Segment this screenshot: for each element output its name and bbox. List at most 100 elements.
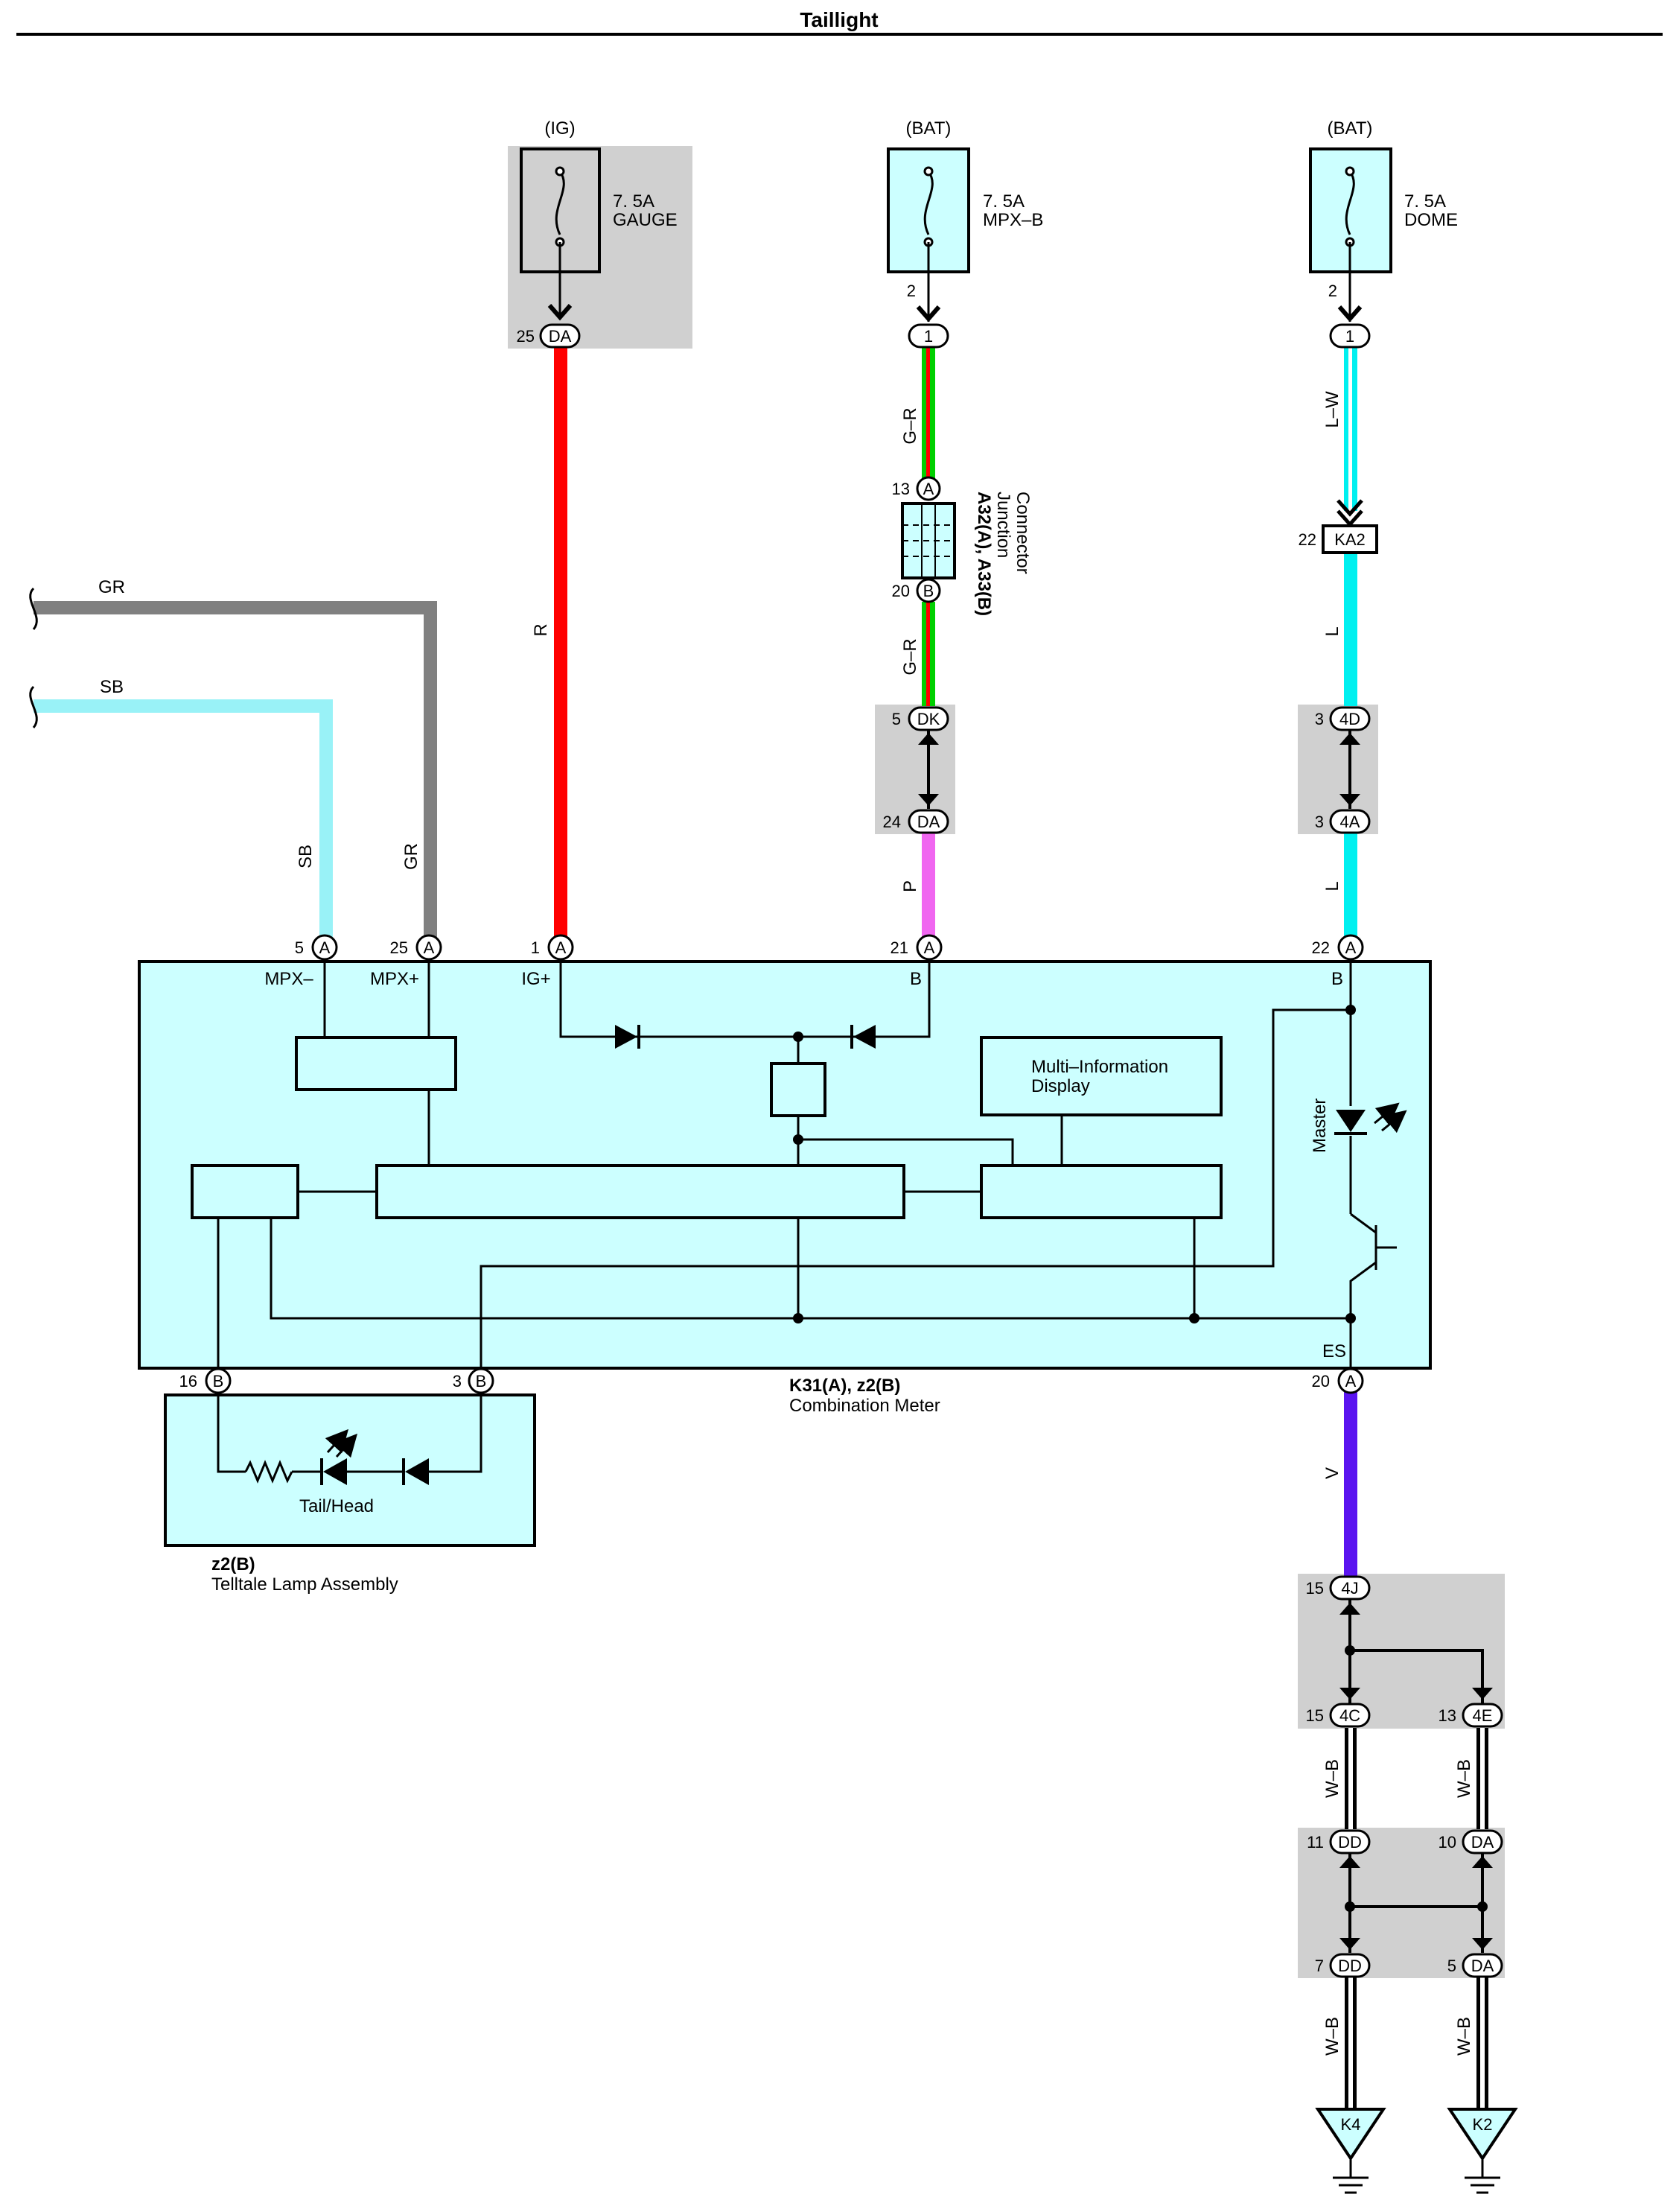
svg-text:IG+: IG+ <box>521 969 550 989</box>
connector-dk-da: DK 5 DA 24 <box>883 706 949 834</box>
mid-display-label-1: Multi–Information <box>1031 1057 1168 1077</box>
fuse-dome-pin: 2 <box>1328 282 1337 300</box>
page-title: Taillight <box>800 8 878 31</box>
wire-label-l-lower: L <box>1322 881 1342 891</box>
meter-pin-22: A 22 B <box>1312 934 1364 989</box>
svg-text:B: B <box>923 582 934 600</box>
svg-text:DD: DD <box>1338 1833 1362 1852</box>
connector-mpxb-1: 1 <box>908 323 949 349</box>
svg-text:DA: DA <box>1471 1833 1494 1852</box>
connector-4d-4a: 4D 3 4A 3 <box>1315 706 1371 834</box>
wire-label-w-b-2: W–B <box>1454 1759 1474 1798</box>
wire-r <box>554 347 567 947</box>
svg-text:3: 3 <box>1315 710 1324 728</box>
svg-text:Connector: Connector <box>1013 492 1033 574</box>
svg-text:15: 15 <box>1306 1706 1324 1725</box>
wire-p <box>922 833 935 947</box>
svg-text:4E: 4E <box>1473 1706 1493 1725</box>
fuse-dome-name: DOME <box>1404 210 1458 230</box>
fuse-mpx-b: (BAT) 7. 5A MPX–B 2 <box>887 118 1043 322</box>
fuse-mpxb-pin: 2 <box>907 282 916 300</box>
combination-meter: A 5 MPX– A 25 MPX+ A 1 IG+ A 21 B A 22 B <box>138 934 1432 1416</box>
junction-connector: A 13 B 20 A32(A), A33(B) Junction Connec… <box>892 476 1033 616</box>
fuse-dome-source: (BAT) <box>1328 118 1373 139</box>
diode-b <box>853 1025 876 1049</box>
diode-ig <box>615 1025 637 1049</box>
fuse-gauge-rating: 7. 5A <box>613 191 654 212</box>
meter-name-2: Combination Meter <box>789 1396 940 1416</box>
svg-text:3: 3 <box>453 1372 462 1391</box>
fuse-gauge-name: GAUGE <box>613 210 678 230</box>
wire-label-gr: GR <box>401 843 421 870</box>
cpu-block <box>375 1164 905 1219</box>
wire-labels: GR SB SB GR R G–R G–R P L–W L L V W–B W–… <box>98 391 1474 2056</box>
regulator-block <box>770 1062 826 1117</box>
svg-text:K2: K2 <box>1473 2115 1493 2134</box>
svg-text:1: 1 <box>924 327 933 346</box>
connector-4j-4c-4e: 4J 15 4C 15 4E 13 <box>1306 1575 1503 1728</box>
wire-label-r: R <box>531 623 551 636</box>
wire-label-g-r-lower: G–R <box>900 638 920 675</box>
svg-text:5: 5 <box>892 710 901 728</box>
fuse-gauge: (IG) 7. 5A GAUGE <box>520 118 678 321</box>
wire-label-w-b-4: W–B <box>1454 2017 1474 2056</box>
wire-v <box>1344 1391 1357 1577</box>
svg-text:21: 21 <box>891 938 908 957</box>
telltale-name-1: z2(B) <box>211 1554 255 1574</box>
fuse-mpxb-name: MPX–B <box>983 210 1043 230</box>
svg-text:KA2: KA2 <box>1334 530 1366 549</box>
svg-text:7: 7 <box>1315 1957 1324 1975</box>
wire-l-w <box>1344 347 1357 511</box>
connector-gauge-da: DA 25 <box>517 323 581 349</box>
left-block <box>191 1164 299 1219</box>
wire-w-b-left <box>1345 1728 1357 2108</box>
wire-g-r-lower <box>922 602 935 706</box>
master-led: Master <box>1310 1099 1407 1153</box>
fuse-dome-rating: 7. 5A <box>1404 191 1446 212</box>
meter-name-1: K31(A), z2(B) <box>789 1376 900 1396</box>
fuse-dome: (BAT) 7. 5A DOME 2 <box>1309 118 1458 322</box>
svg-text:B: B <box>1331 969 1343 989</box>
meter-pin-5: A 5 MPX– <box>264 934 338 989</box>
svg-text:13: 13 <box>892 480 910 498</box>
svg-text:DA: DA <box>917 813 940 831</box>
fuse-mpxb-source: (BAT) <box>906 118 952 139</box>
mid-display-block <box>980 1036 1223 1116</box>
svg-text:DA: DA <box>549 327 572 346</box>
meter-pin-20: A 20 <box>1312 1367 1364 1394</box>
svg-text:20: 20 <box>1312 1372 1330 1391</box>
meter-pin-1: A 1 IG+ <box>521 934 574 989</box>
svg-text:MPX–: MPX– <box>264 969 313 989</box>
svg-text:A: A <box>555 938 567 957</box>
wire-label-l-upper: L <box>1322 626 1342 636</box>
wire-label-w-b-3: W–B <box>1322 2017 1342 2056</box>
connector-ka2: KA2 22 <box>1299 499 1378 554</box>
es-label: ES <box>1322 1341 1346 1361</box>
wire-sb <box>34 699 333 947</box>
svg-text:A: A <box>924 938 935 957</box>
svg-text:DA: DA <box>1471 1957 1494 1975</box>
svg-text:10: 10 <box>1439 1833 1456 1852</box>
svg-text:22: 22 <box>1299 530 1316 549</box>
telltale-name-2: Telltale Lamp Assembly <box>211 1574 398 1595</box>
driver-block <box>980 1164 1223 1219</box>
svg-text:A: A <box>1345 938 1357 957</box>
wire-w-b-right <box>1476 1728 1488 2108</box>
master-label: Master <box>1310 1099 1330 1153</box>
svg-text:MPX+: MPX+ <box>370 969 419 989</box>
wire-label-l-w: L–W <box>1322 391 1342 428</box>
svg-text:25: 25 <box>390 938 408 957</box>
svg-text:DK: DK <box>917 710 940 728</box>
mid-display-label-2: Display <box>1031 1076 1090 1096</box>
svg-text:4D: 4D <box>1339 710 1360 728</box>
svg-text:5: 5 <box>295 938 304 957</box>
wires <box>34 347 1488 2108</box>
meter-internal-wiring <box>217 959 1397 1381</box>
meter-pin-25: A 25 MPX+ <box>370 934 442 989</box>
wire-label-p: P <box>900 880 920 892</box>
svg-text:15: 15 <box>1306 1579 1324 1598</box>
wire-g-r-upper <box>922 347 935 481</box>
svg-text:B: B <box>910 969 922 989</box>
mpx-block <box>295 1036 457 1091</box>
